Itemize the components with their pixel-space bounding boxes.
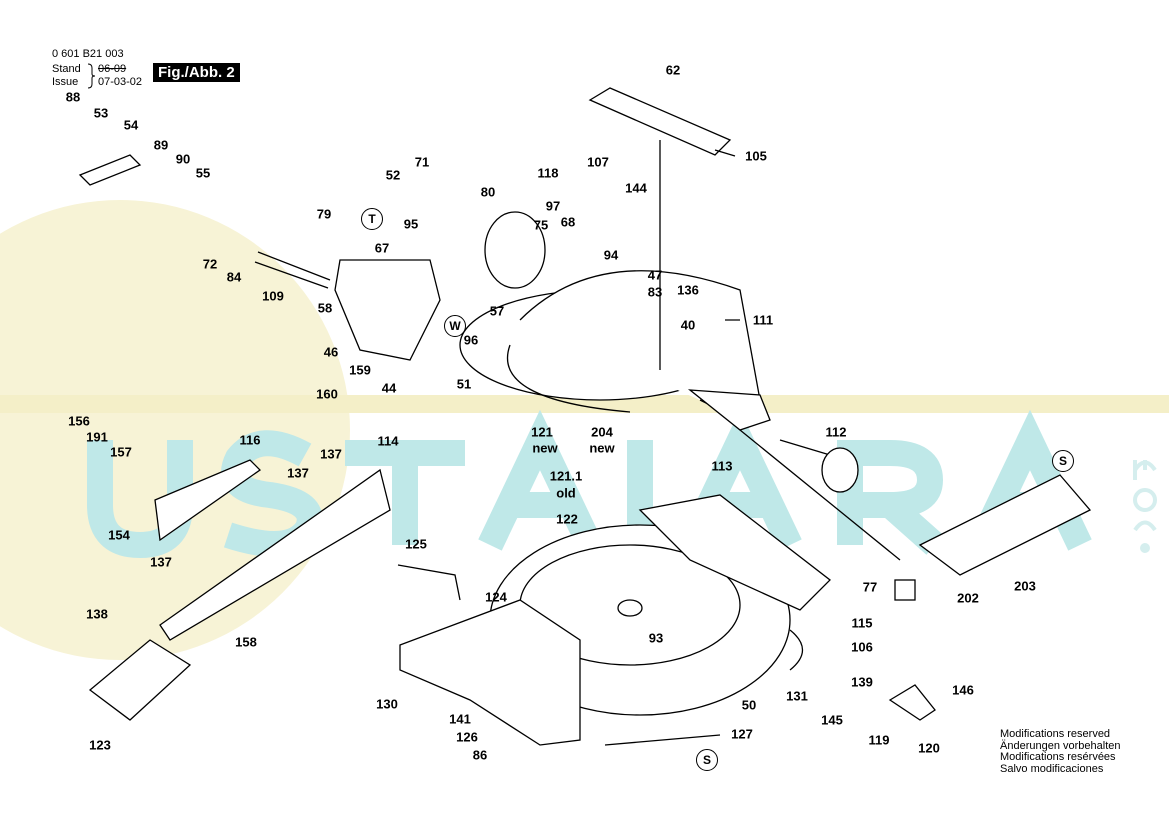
part-callout: 146	[952, 682, 974, 698]
part-callout: 96	[463, 332, 479, 348]
part-callout: 124	[485, 589, 507, 605]
note-line: Modifications resérvées	[1000, 751, 1116, 763]
part-callout: 75	[533, 217, 549, 233]
part-callout: 57	[489, 303, 505, 319]
issue-label: Issue	[52, 76, 79, 88]
part-callout: 84	[226, 269, 242, 285]
part-callout: 112	[825, 424, 847, 440]
part-callout: 95	[403, 216, 419, 232]
part-callout: 46	[323, 344, 339, 360]
part-callout: 137	[150, 554, 172, 570]
part-callout: 123	[89, 737, 111, 753]
note-line: Salvo modificaciones	[1000, 762, 1104, 775]
part-callout: 159	[349, 362, 371, 378]
part-callout: 86	[472, 747, 488, 763]
marker-t: T	[361, 208, 383, 230]
marker-w: W	[444, 315, 466, 337]
part-callout: 126	[456, 729, 478, 745]
stand-label: Stand	[52, 63, 81, 75]
figure-label: Fig./Abb. 2	[153, 63, 240, 82]
part-callout: 52	[385, 167, 401, 183]
marker-s: S	[696, 749, 718, 771]
part-callout: 72	[202, 256, 218, 272]
part-callout: 97	[545, 198, 561, 214]
part-callout: 114	[377, 433, 399, 449]
part-callout: 111	[752, 312, 774, 328]
marker-s: S	[1052, 450, 1074, 472]
part-callout: 141	[449, 711, 471, 727]
part-callout: 138	[86, 606, 108, 622]
part-callout: 154	[108, 527, 130, 543]
part-callout: 105	[745, 148, 767, 164]
part-callout: 44	[381, 380, 397, 396]
part-callout: new	[589, 440, 615, 456]
part-callout: 79	[316, 206, 332, 222]
part-callout: 137	[287, 465, 309, 481]
watermark-dotcom	[1133, 460, 1157, 553]
part-callout: 88	[65, 89, 81, 105]
part-callout: 202	[957, 590, 979, 606]
part-number: 0 601 B21 003	[52, 48, 124, 60]
part-callout: 40	[680, 317, 696, 333]
part-callout: 107	[587, 154, 609, 170]
part-callout: 157	[110, 444, 132, 460]
part-callout: 160	[316, 386, 338, 402]
part-callout: 137	[320, 446, 342, 462]
part-callout: 191	[86, 429, 108, 445]
part-callout: 144	[625, 180, 647, 196]
part-callout: 156	[68, 413, 90, 429]
part-callout: 158	[235, 634, 257, 650]
part-callout: 118	[537, 165, 559, 181]
part-callout: 127	[731, 726, 753, 742]
part-callout: 77	[862, 579, 878, 595]
part-callout: 67	[374, 240, 390, 256]
part-callout: 131	[786, 688, 808, 704]
part-callout: 80	[480, 184, 496, 200]
part-callout: 115	[851, 615, 873, 631]
part-callout: 90	[175, 151, 191, 167]
part-callout: 83	[647, 284, 663, 300]
part-callout: 62	[665, 62, 681, 78]
part-callout: 71	[414, 154, 430, 170]
part-callout: 121.1	[549, 468, 583, 484]
part-callout: 119	[868, 732, 890, 748]
issue-date: 07-03-02	[98, 76, 143, 88]
part-callout: new	[532, 440, 558, 456]
part-callout: 145	[821, 712, 843, 728]
part-callout: 121	[531, 424, 553, 440]
part-callout: 50	[741, 697, 757, 713]
part-callout: 51	[456, 376, 472, 392]
part-callout: 204	[591, 424, 613, 440]
part-callout: 203	[1014, 578, 1036, 594]
part-callout: 54	[123, 117, 139, 133]
part-callout: 53	[93, 105, 109, 121]
modification-notes: Modifications reserved Änderungen vorbeh…	[1000, 728, 1121, 775]
part-callout: 130	[376, 696, 398, 712]
part-callout: 120	[918, 740, 940, 756]
note-line: Änderungen vorbehalten	[1000, 739, 1121, 752]
part-callout: 113	[711, 458, 733, 474]
note-line: Modifications reserved	[1000, 728, 1111, 740]
part-callout: 93	[648, 630, 664, 646]
part-callout: 58	[317, 300, 333, 316]
part-callout: 68	[560, 214, 576, 230]
part-callout: 55	[195, 165, 211, 181]
part-callout: 106	[851, 639, 873, 655]
part-callout: 109	[262, 288, 284, 304]
part-callout: 94	[603, 247, 619, 263]
part-callout: 89	[153, 137, 169, 153]
part-callout: 136	[677, 282, 699, 298]
old-date: 06-09	[98, 63, 127, 75]
part-callout: 139	[851, 674, 873, 690]
part-callout: 47	[647, 267, 663, 283]
part-callout: 125	[405, 536, 427, 552]
part-callout: 116	[239, 432, 261, 448]
part-callout: old	[556, 485, 576, 501]
part-callout: 122	[556, 511, 578, 527]
